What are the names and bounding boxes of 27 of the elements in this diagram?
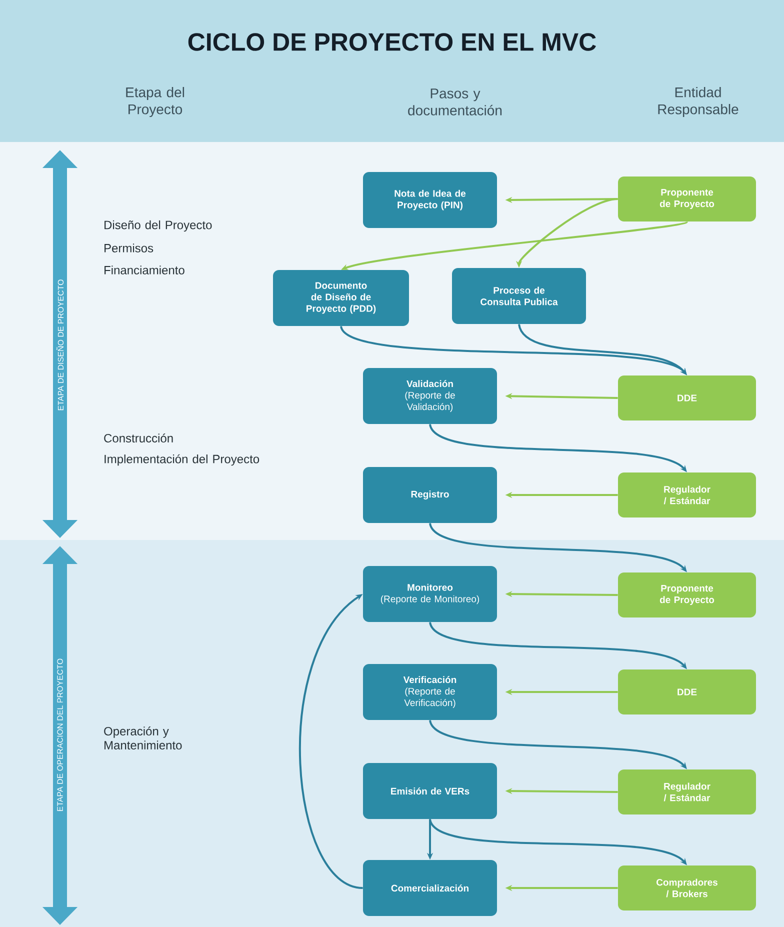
entity-box: Regulador / Estándar bbox=[618, 770, 756, 814]
step-box: Registro bbox=[363, 467, 497, 523]
step-box: Comercialización bbox=[363, 860, 497, 916]
arrow bbox=[299, 594, 364, 889]
entity-box: Proponente de Proyecto bbox=[618, 572, 756, 618]
column-header: Entidad Responsable bbox=[658, 86, 738, 118]
entity-box: Compradores / Brokers bbox=[618, 866, 756, 910]
step-box: Monitoreo (Reporte de Monitoreo) bbox=[363, 566, 497, 622]
step-box: Documento de Diseño de Proyecto (PDD) bbox=[273, 270, 409, 326]
stage-text: Operación y Mantenimiento bbox=[104, 726, 182, 750]
step-box: Proceso de Consulta Publica bbox=[452, 268, 586, 324]
entity-box: DDE bbox=[618, 670, 756, 714]
stage-text: Construcción bbox=[104, 434, 173, 442]
stage-text: Permisos bbox=[104, 244, 154, 252]
entity-box: Proponente de Proyecto bbox=[618, 176, 756, 222]
column-header: Etapa del Proyecto bbox=[126, 86, 184, 118]
entity-box: Regulador / Estándar bbox=[618, 472, 756, 518]
step-box: Verificación (Reporte de Verificación) bbox=[363, 664, 497, 720]
stage-text: Financiamiento bbox=[104, 266, 184, 274]
column-header: Pasos y documentación bbox=[408, 88, 502, 116]
stage-text: Diseño del Proyecto bbox=[104, 220, 212, 232]
title: CICLO DE PROYECTO EN EL MVC bbox=[188, 33, 596, 51]
stage-text: Implementación del Proyecto bbox=[104, 454, 260, 466]
entity-box: DDE bbox=[618, 376, 756, 420]
step-box: Emisión de VERs bbox=[363, 763, 497, 819]
step-box: Validación (Reporte de Validación) bbox=[363, 368, 497, 424]
step-box: Nota de Idea de Proyecto (PIN) bbox=[363, 172, 497, 228]
